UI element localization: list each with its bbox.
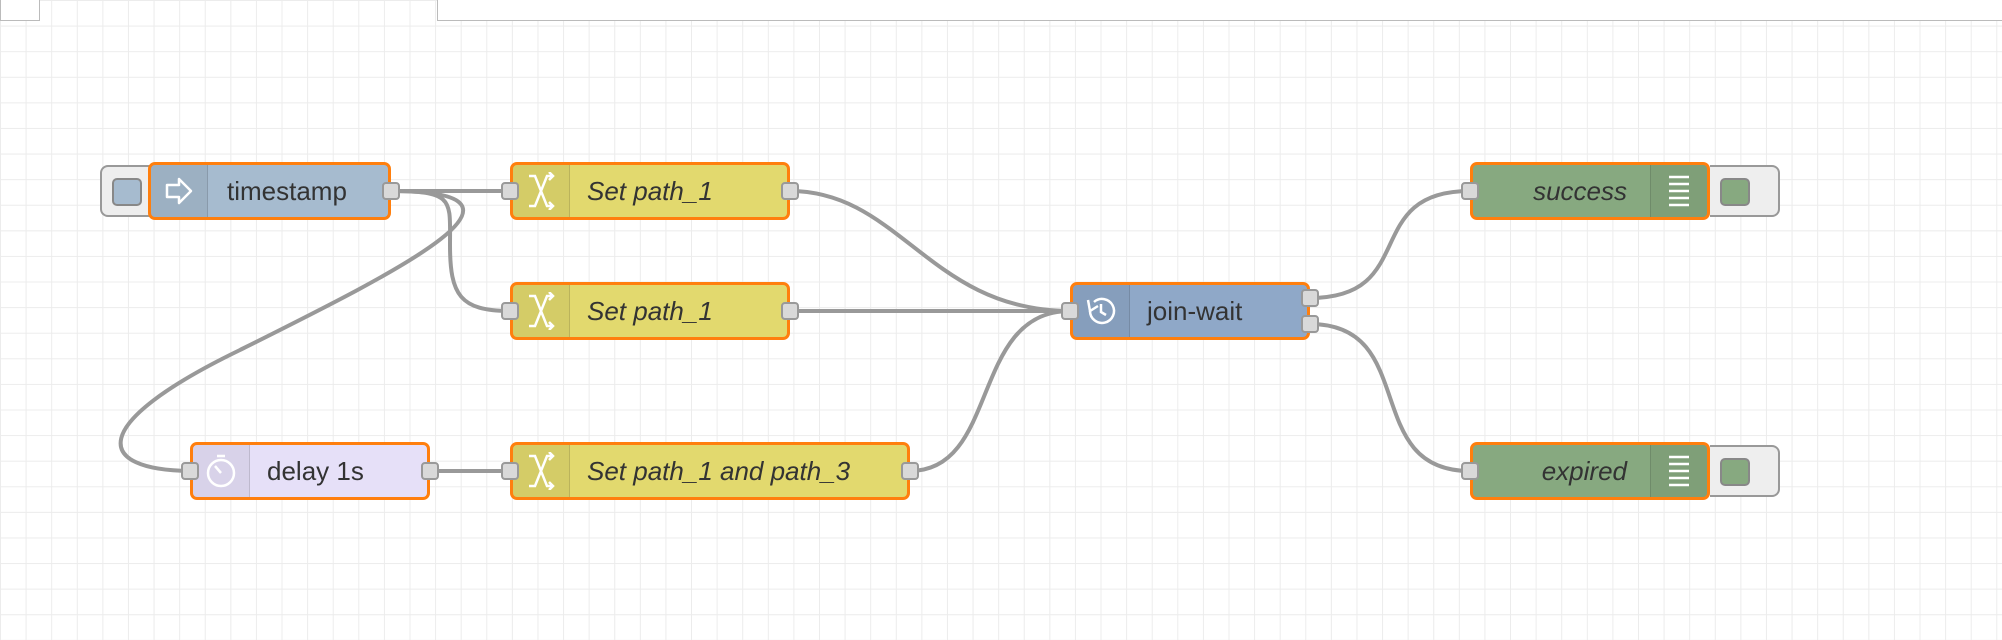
- debug-list-icon: [1650, 165, 1707, 217]
- output-port-expired[interactable]: [1301, 315, 1319, 333]
- debug-toggle-square: [1720, 178, 1750, 206]
- output-port[interactable]: [421, 462, 439, 480]
- shuffle-icon: [513, 445, 570, 497]
- input-port[interactable]: [501, 182, 519, 200]
- node-label: timestamp: [227, 175, 347, 206]
- inject-arrow-icon: [151, 165, 208, 217]
- input-port[interactable]: [501, 302, 519, 320]
- node-join-wait[interactable]: join-wait: [1070, 282, 1310, 340]
- output-port[interactable]: [382, 182, 400, 200]
- wire-join-to-success[interactable]: [1309, 189, 1471, 300]
- node-set-path-1[interactable]: Set path_1: [510, 162, 790, 220]
- tab-fragment[interactable]: [0, 0, 40, 21]
- debug-toggle-button[interactable]: [1710, 445, 1780, 497]
- shuffle-icon: [513, 165, 570, 217]
- workspace-panel-edge: [437, 0, 2002, 21]
- node-label: expired: [1541, 455, 1627, 486]
- node-label: join-wait: [1147, 295, 1243, 326]
- node-label: success: [1533, 175, 1627, 206]
- wire-set3-to-join[interactable]: [909, 309, 1071, 473]
- input-port[interactable]: [1461, 182, 1479, 200]
- timer-icon: [193, 445, 250, 497]
- input-port[interactable]: [1061, 302, 1079, 320]
- node-label: delay 1s: [267, 455, 364, 486]
- node-label: Set path_1: [587, 295, 713, 326]
- node-label: Set path_1 and path_3: [587, 455, 851, 486]
- node-label: Set path_1: [587, 175, 713, 206]
- wire-set1-to-join[interactable]: [789, 189, 1071, 313]
- node-set-path-1-b[interactable]: Set path_1: [510, 282, 790, 340]
- inject-button-square: [112, 178, 142, 206]
- shuffle-icon: [513, 285, 570, 337]
- node-delay[interactable]: delay 1s: [190, 442, 430, 500]
- node-success[interactable]: success: [1470, 162, 1710, 220]
- debug-list-icon: [1650, 445, 1707, 497]
- output-port[interactable]: [781, 302, 799, 320]
- wire-join-to-expired[interactable]: [1309, 322, 1471, 473]
- wire-timestamp-to-set2[interactable]: [390, 189, 511, 313]
- input-port[interactable]: [501, 462, 519, 480]
- node-expired[interactable]: expired: [1470, 442, 1710, 500]
- debug-toggle-button[interactable]: [1710, 165, 1780, 217]
- wire-timestamp-to-delay[interactable]: [118, 189, 466, 473]
- input-port[interactable]: [181, 462, 199, 480]
- output-port[interactable]: [901, 462, 919, 480]
- history-clock-icon: [1073, 285, 1130, 337]
- output-port-success[interactable]: [1301, 289, 1319, 307]
- input-port[interactable]: [1461, 462, 1479, 480]
- node-timestamp[interactable]: timestamp: [148, 162, 391, 220]
- node-set-path-1-and-3[interactable]: Set path_1 and path_3: [510, 442, 910, 500]
- output-port[interactable]: [781, 182, 799, 200]
- debug-toggle-square: [1720, 458, 1750, 486]
